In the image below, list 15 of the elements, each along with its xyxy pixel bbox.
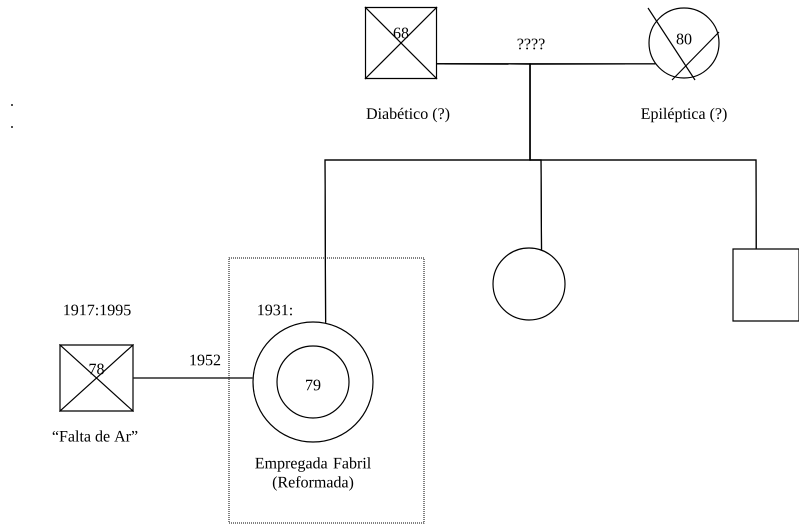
female-symbol: [492, 247, 566, 321]
annotation-text: Epiléptica (?): [641, 108, 727, 122]
stray-mark: .: [11, 126, 13, 128]
annotation-text: “Falta de Ar”: [52, 430, 138, 442]
descent-line: [529, 63, 757, 248]
annotation-text: Empregada Fabril (Reformada): [255, 457, 371, 491]
annotation-text: 1931:: [258, 304, 292, 316]
annotation-text: 1917:1995: [64, 304, 131, 316]
annotation-text: Diabético (?): [366, 108, 450, 122]
edge-label: ????: [516, 38, 546, 50]
household-boundary: [228, 258, 424, 524]
edge-label: 1952: [188, 354, 222, 366]
stray-mark: .: [11, 104, 13, 106]
male-symbol: [732, 248, 799, 322]
marriage-line: [134, 377, 252, 379]
